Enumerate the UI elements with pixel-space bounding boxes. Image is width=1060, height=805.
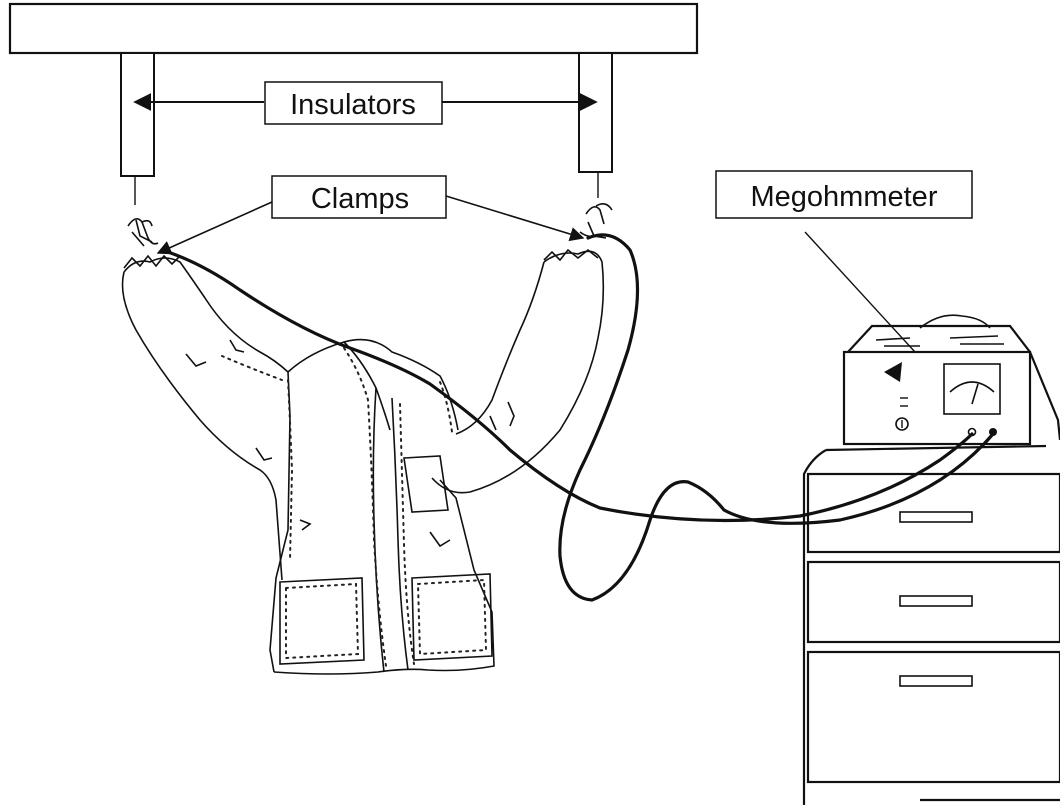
clamps-callout: Clamps (156, 175, 585, 255)
drawer-2 (806, 560, 1060, 644)
indicator-triangle (884, 362, 902, 382)
drawer-1-handle (899, 511, 973, 523)
megohmmeter-pointer-line (804, 231, 916, 353)
test-lead-left (160, 248, 974, 523)
drawer-2-handle (899, 595, 973, 607)
megohmmeter (842, 314, 1060, 446)
support-beam (8, 2, 699, 55)
drawer-1 (806, 472, 1060, 554)
test-lead-right (558, 233, 995, 602)
insulators-label-box (264, 81, 443, 125)
insulators-callout: Insulators (133, 81, 598, 125)
right-insulator (578, 52, 613, 198)
insulators-label: Insulators (290, 89, 416, 121)
meter-gauge-icon (943, 363, 1001, 415)
drawer-3-handle (899, 675, 973, 687)
megohmmeter-callout: Megohmmeter (715, 170, 973, 353)
clamp-left-arrow (156, 201, 273, 255)
right-clamp (579, 202, 613, 239)
clamps-label: Clamps (311, 183, 409, 215)
dial-knob-icon (895, 417, 909, 431)
left-clamp (127, 218, 159, 247)
megohmmeter-label-box (715, 170, 973, 219)
clamps-label-box (271, 175, 447, 219)
left-insulator (120, 52, 155, 205)
jacket (121, 248, 605, 675)
megohmmeter-label: Megohmmeter (751, 181, 938, 213)
cabinet (802, 444, 1060, 805)
drawer-3 (806, 650, 1060, 784)
clamp-right-arrow (445, 195, 585, 242)
